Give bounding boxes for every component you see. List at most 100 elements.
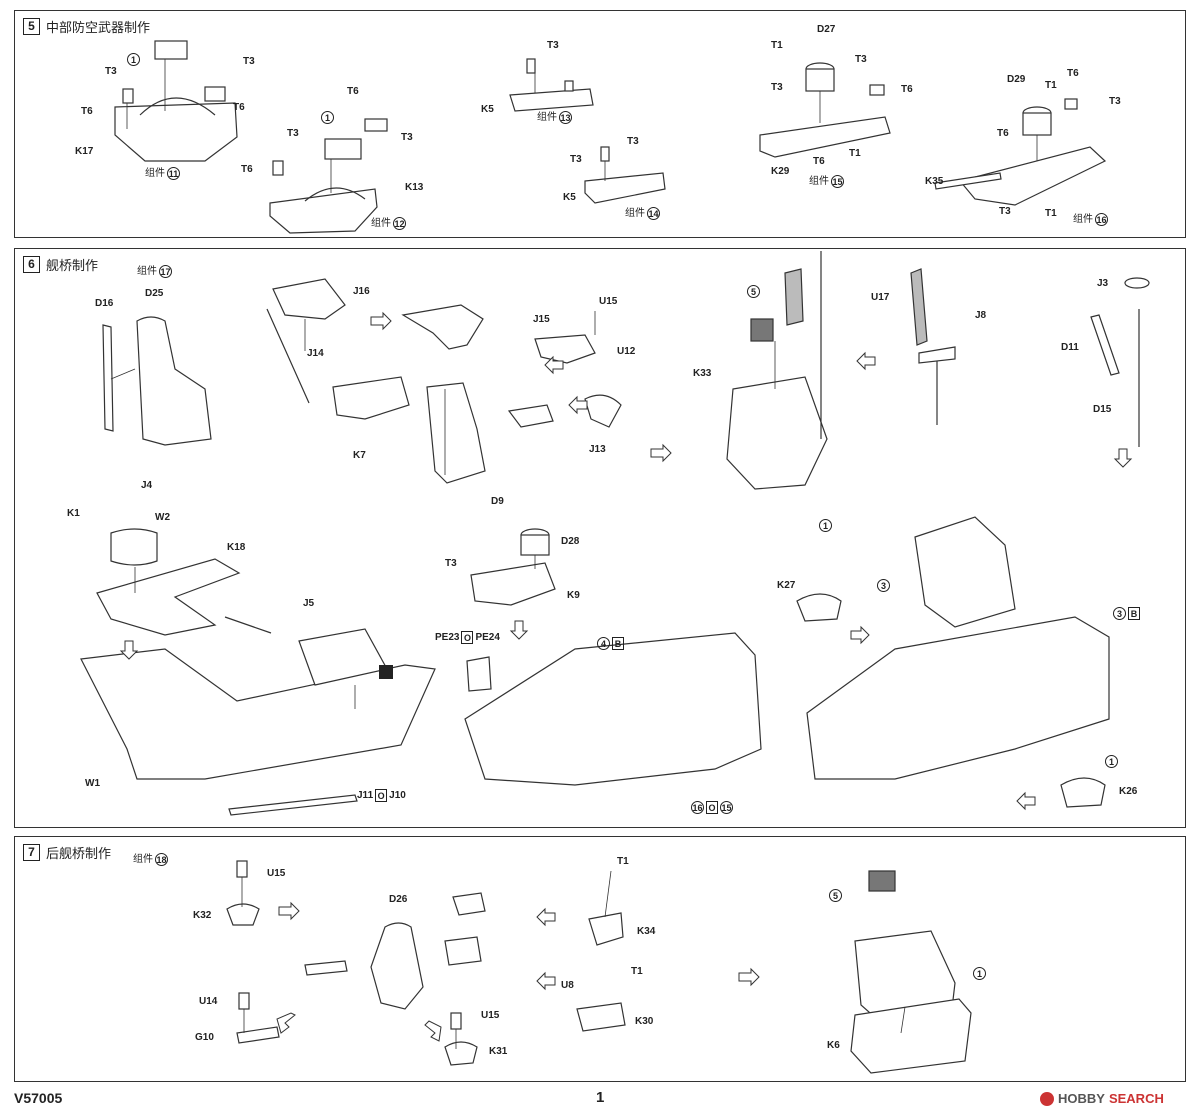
part-ref: 1 bbox=[127, 53, 140, 66]
part-label: J4 bbox=[141, 480, 153, 491]
part-label: K17 bbox=[75, 146, 94, 157]
part-label: K30 bbox=[635, 1016, 654, 1027]
part-label: D29 bbox=[1007, 74, 1026, 85]
part-label: J16 bbox=[353, 286, 370, 297]
part-j15 bbox=[534, 334, 596, 364]
turret-part bbox=[154, 40, 188, 60]
part-label: T3 bbox=[243, 56, 255, 67]
part-label: J13 bbox=[589, 444, 606, 455]
part-u14 bbox=[238, 992, 250, 1010]
part-d25 bbox=[136, 316, 212, 446]
part-label: K29 bbox=[771, 166, 790, 177]
step-5-header: 5 中部防空武器制作 bbox=[23, 17, 150, 36]
part-label: T1 bbox=[617, 856, 629, 867]
part-ref: 1 bbox=[819, 519, 832, 532]
deck-part-k13 bbox=[269, 188, 378, 234]
step-5-drawing bbox=[114, 40, 1107, 234]
part-label: W2 bbox=[155, 512, 170, 523]
pe-part-choice: PE23 O PE24 bbox=[435, 631, 500, 644]
part-k26 bbox=[1060, 777, 1106, 808]
part-j11 bbox=[228, 794, 358, 816]
part-label: D16 bbox=[95, 298, 114, 309]
part-label: G10 bbox=[195, 1032, 214, 1043]
part-label: T1 bbox=[631, 966, 643, 977]
part-label: T6 bbox=[241, 164, 253, 175]
part-label: D11 bbox=[1061, 342, 1079, 353]
step-title: 中部防空武器制作 bbox=[46, 20, 151, 35]
part-label: U15 bbox=[481, 1010, 500, 1021]
part-label: K18 bbox=[227, 542, 246, 553]
part-g10 bbox=[236, 1026, 280, 1044]
part-k7 bbox=[332, 376, 410, 420]
part-ref: 5 bbox=[747, 285, 760, 298]
part-k34 bbox=[588, 912, 624, 946]
deck-part-k29 bbox=[759, 116, 891, 158]
part-k32 bbox=[226, 903, 260, 926]
part-w1 bbox=[80, 648, 436, 780]
part-ref: 5 bbox=[829, 889, 842, 902]
part-label: T3 bbox=[105, 66, 117, 77]
part-u17 bbox=[910, 268, 928, 346]
part-label: K1 bbox=[67, 508, 80, 519]
part-ref: 3 bbox=[877, 579, 890, 592]
part-label: T3 bbox=[999, 206, 1011, 217]
part-label: K35 bbox=[925, 176, 944, 187]
part-label: U14 bbox=[199, 996, 218, 1007]
part-label: K34 bbox=[637, 926, 656, 937]
part-label: T3 bbox=[627, 136, 639, 147]
part-j16 bbox=[272, 278, 346, 320]
step-number: 6 bbox=[23, 256, 40, 273]
part-label: T6 bbox=[81, 106, 93, 117]
product-code: V57005 bbox=[14, 1090, 63, 1106]
part-label: K7 bbox=[353, 450, 366, 461]
right-assembly bbox=[806, 616, 1110, 780]
part-u15 bbox=[236, 860, 248, 878]
part-label: K27 bbox=[777, 580, 796, 591]
part-label: U12 bbox=[617, 346, 636, 357]
rangefinder bbox=[750, 318, 774, 342]
part-label: U17 bbox=[871, 292, 890, 303]
watermark-text-b: SEARCH bbox=[1108, 1091, 1164, 1106]
part-label: T6 bbox=[233, 102, 245, 113]
part-label: T6 bbox=[813, 156, 825, 167]
watermark-text-a: HOBBY bbox=[1058, 1091, 1105, 1106]
deck-part-k5b bbox=[584, 172, 666, 204]
part-label: T3 bbox=[771, 82, 783, 93]
part-j13 bbox=[584, 394, 622, 428]
part-label: D9 bbox=[491, 496, 504, 507]
step-7-drawing bbox=[226, 860, 972, 1074]
part-k18 bbox=[96, 558, 241, 636]
part-label: J8 bbox=[975, 310, 987, 321]
part-label: J14 bbox=[307, 348, 324, 359]
part-label: T3 bbox=[1109, 96, 1121, 107]
part-label: T6 bbox=[997, 128, 1009, 139]
part-label: U15 bbox=[267, 868, 286, 879]
part-label: T3 bbox=[570, 154, 582, 165]
part-label: T6 bbox=[347, 86, 359, 97]
part-ref: 1 bbox=[1105, 755, 1118, 768]
part-label: T1 bbox=[1045, 208, 1057, 219]
part-w2 bbox=[110, 528, 158, 566]
watermark: HOBBY SEARCH bbox=[1040, 1091, 1164, 1106]
mid-assembly bbox=[464, 632, 762, 786]
part-label: D28 bbox=[561, 536, 580, 547]
part-label: T1 bbox=[1045, 80, 1057, 91]
deck-part-k17 bbox=[114, 102, 238, 162]
page-number: 1 bbox=[596, 1089, 605, 1106]
step-6-panel: 6 舰桥制作 bbox=[14, 248, 1186, 828]
part-label: K6 bbox=[827, 1040, 840, 1051]
part-label: K31 bbox=[489, 1046, 508, 1057]
part-k30 bbox=[576, 1002, 626, 1032]
part-label: J5 bbox=[303, 598, 315, 609]
deck-part-k5 bbox=[509, 88, 594, 112]
part-label: T6 bbox=[901, 84, 913, 95]
part-label: J3 bbox=[1097, 278, 1109, 289]
